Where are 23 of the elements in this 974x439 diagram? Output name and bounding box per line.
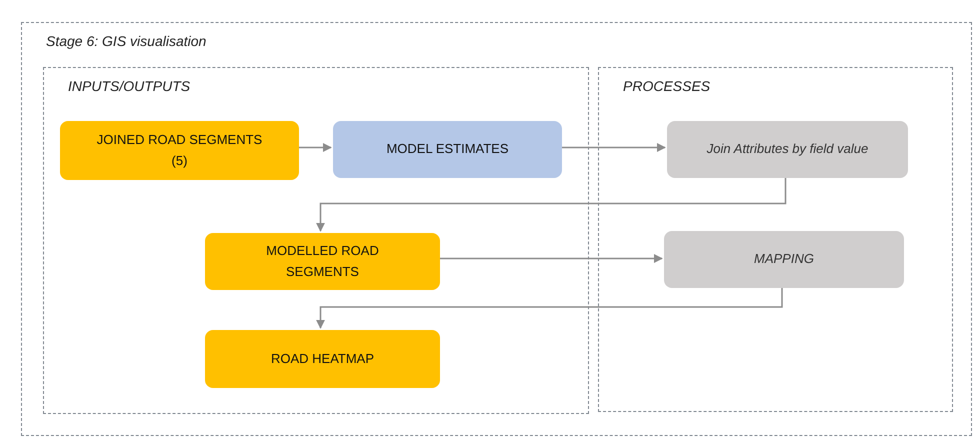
estimate-box <box>333 121 562 178</box>
arrow <box>297 143 332 152</box>
arrow <box>316 176 786 232</box>
arrow <box>316 286 783 329</box>
data-box <box>205 330 440 388</box>
box-label: MODELLED ROAD SEGMENTS <box>265 242 380 280</box>
group-frame <box>21 22 972 436</box>
process-box <box>667 121 908 178</box>
box-label: ROAD HEATMAP <box>270 350 374 368</box>
process-box <box>664 231 904 288</box>
group-title: INPUTS/OUTPUTS <box>68 78 190 94</box>
arrow <box>438 254 663 263</box>
group-title: Stage 6: GIS visualisation <box>46 33 206 49</box>
group-frame <box>598 67 953 412</box>
box-label: Join Attributes by field value <box>706 140 868 158</box>
box-label: MODEL ESTIMATES <box>386 140 509 158</box>
group-frame <box>43 67 589 414</box>
box-label: JOINED ROAD SEGMENTS (5) <box>96 130 264 170</box>
arrow <box>560 143 666 152</box>
data-box <box>205 233 440 290</box>
box-label: MAPPING <box>754 250 814 268</box>
data-box <box>60 121 299 180</box>
group-title: PROCESSES <box>623 78 710 94</box>
